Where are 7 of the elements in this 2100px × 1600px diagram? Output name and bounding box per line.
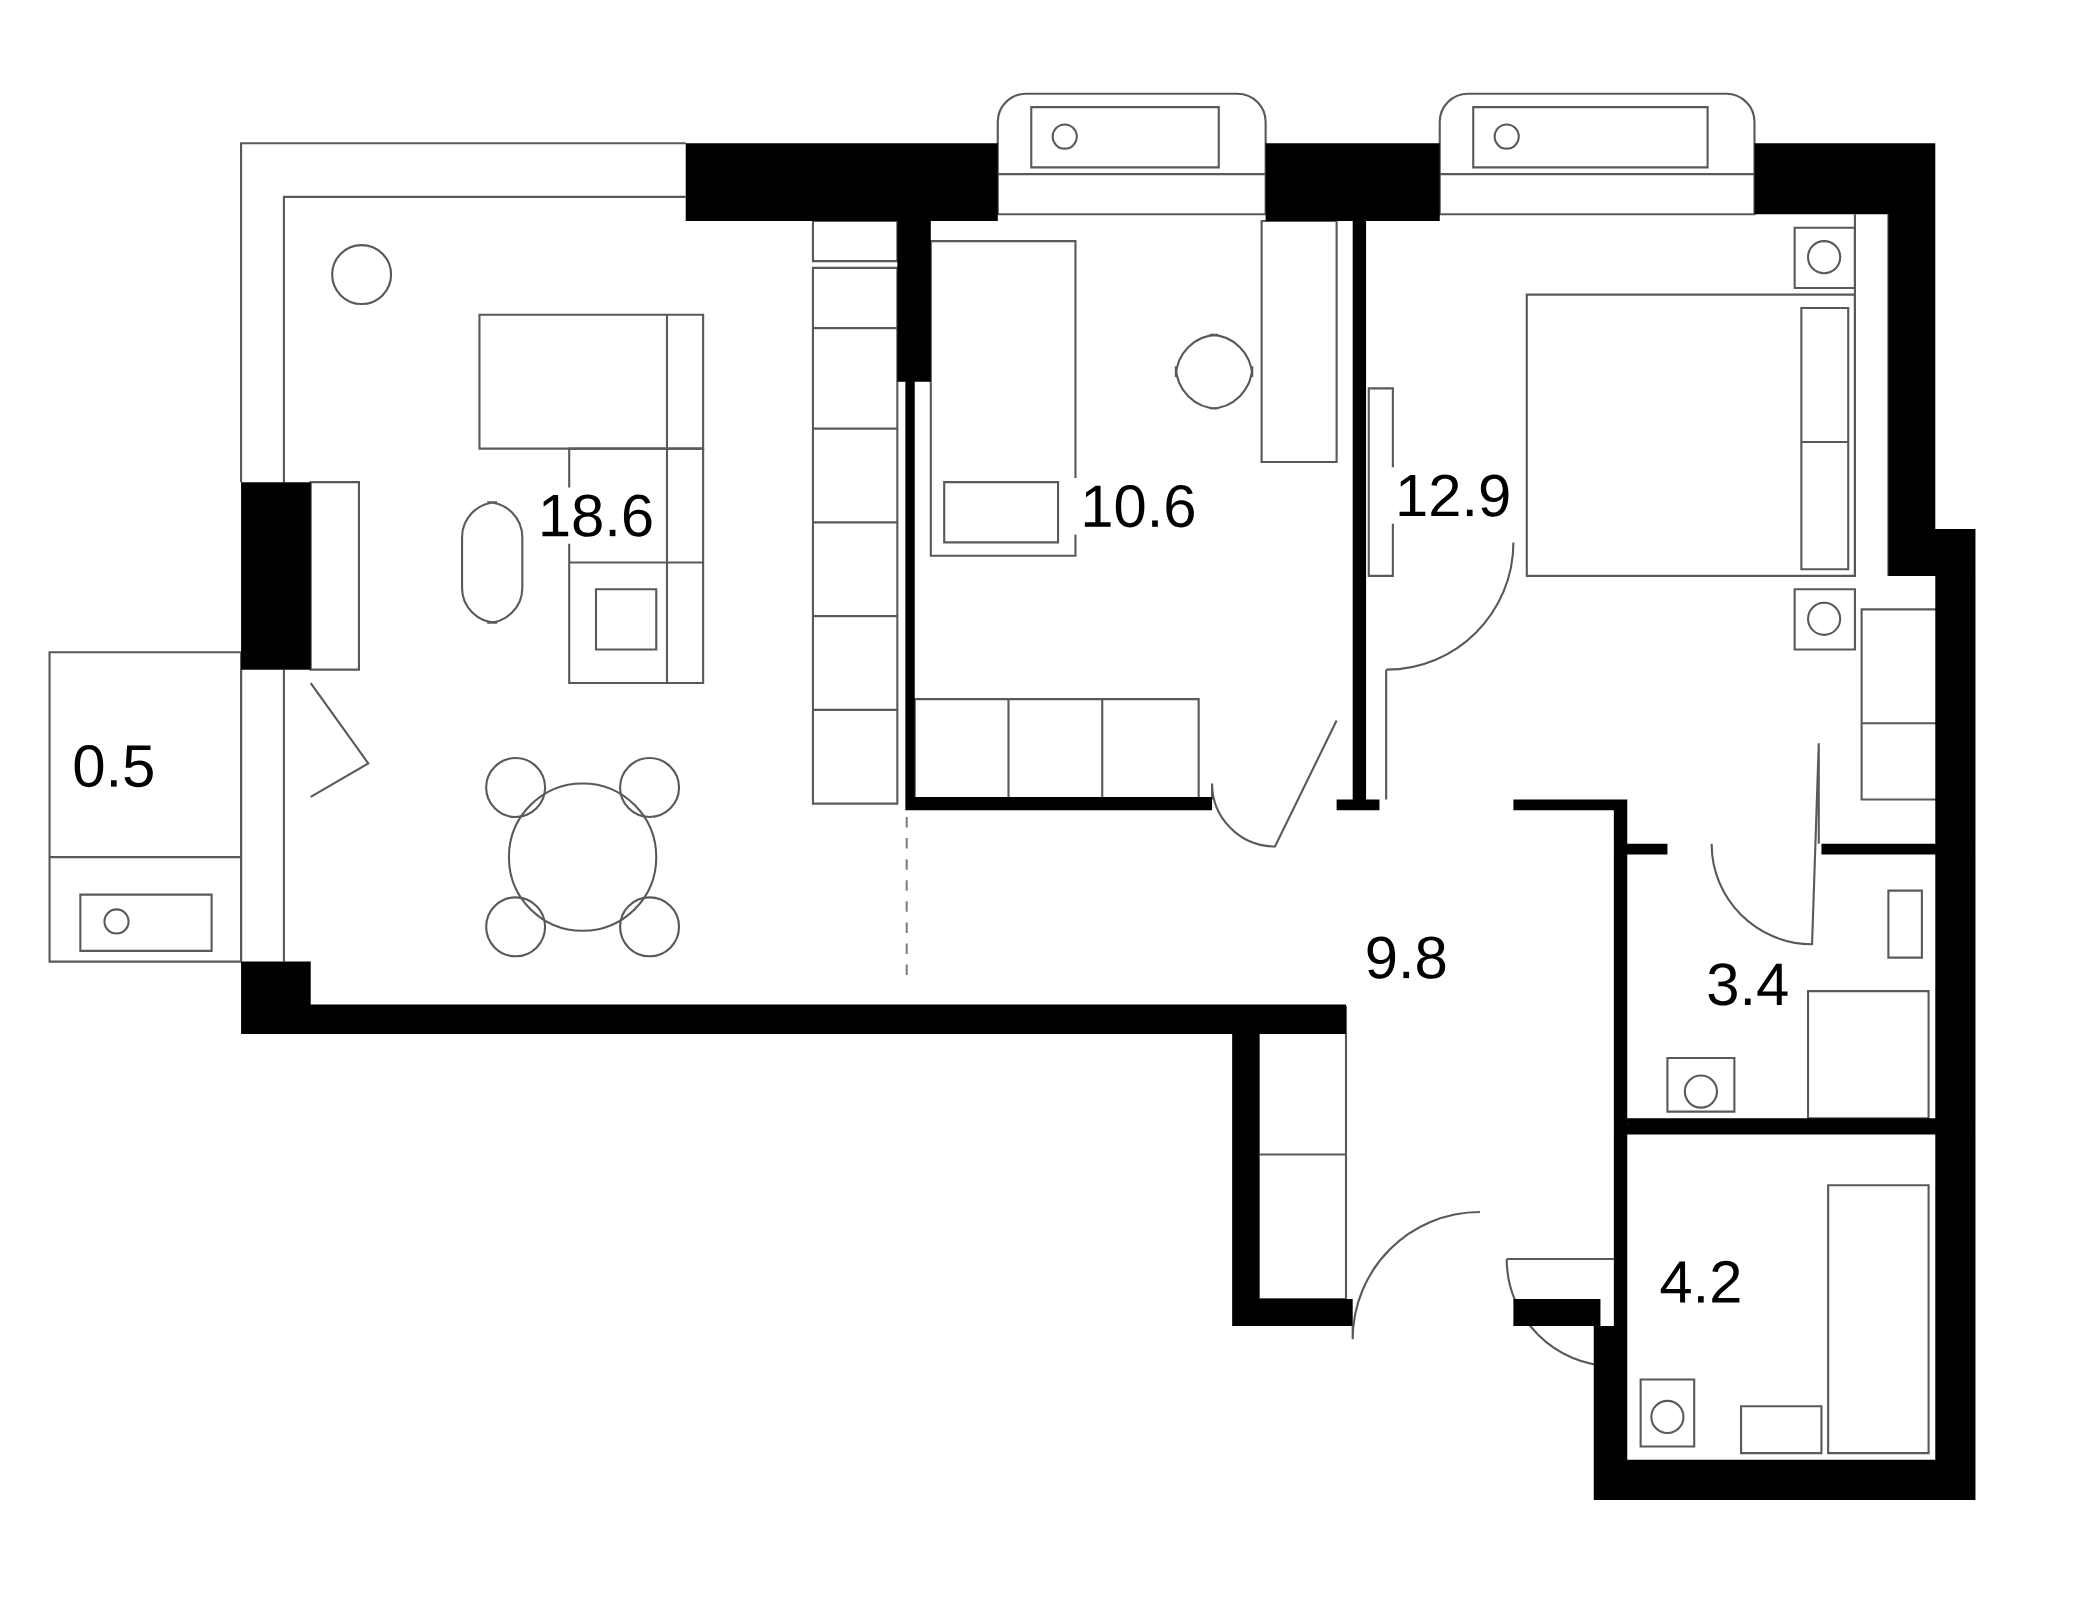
room-area-label: 0.5 xyxy=(65,737,163,795)
room-area-label: 3.4 xyxy=(1699,956,1797,1013)
room-area-label: 4.2 xyxy=(1652,1253,1750,1310)
room-area-label: 18.6 xyxy=(530,487,662,544)
room-area-label: 12.9 xyxy=(1388,467,1519,524)
room-area-label: 9.8 xyxy=(1357,929,1455,986)
room-area-label: 10.6 xyxy=(1073,477,1204,535)
